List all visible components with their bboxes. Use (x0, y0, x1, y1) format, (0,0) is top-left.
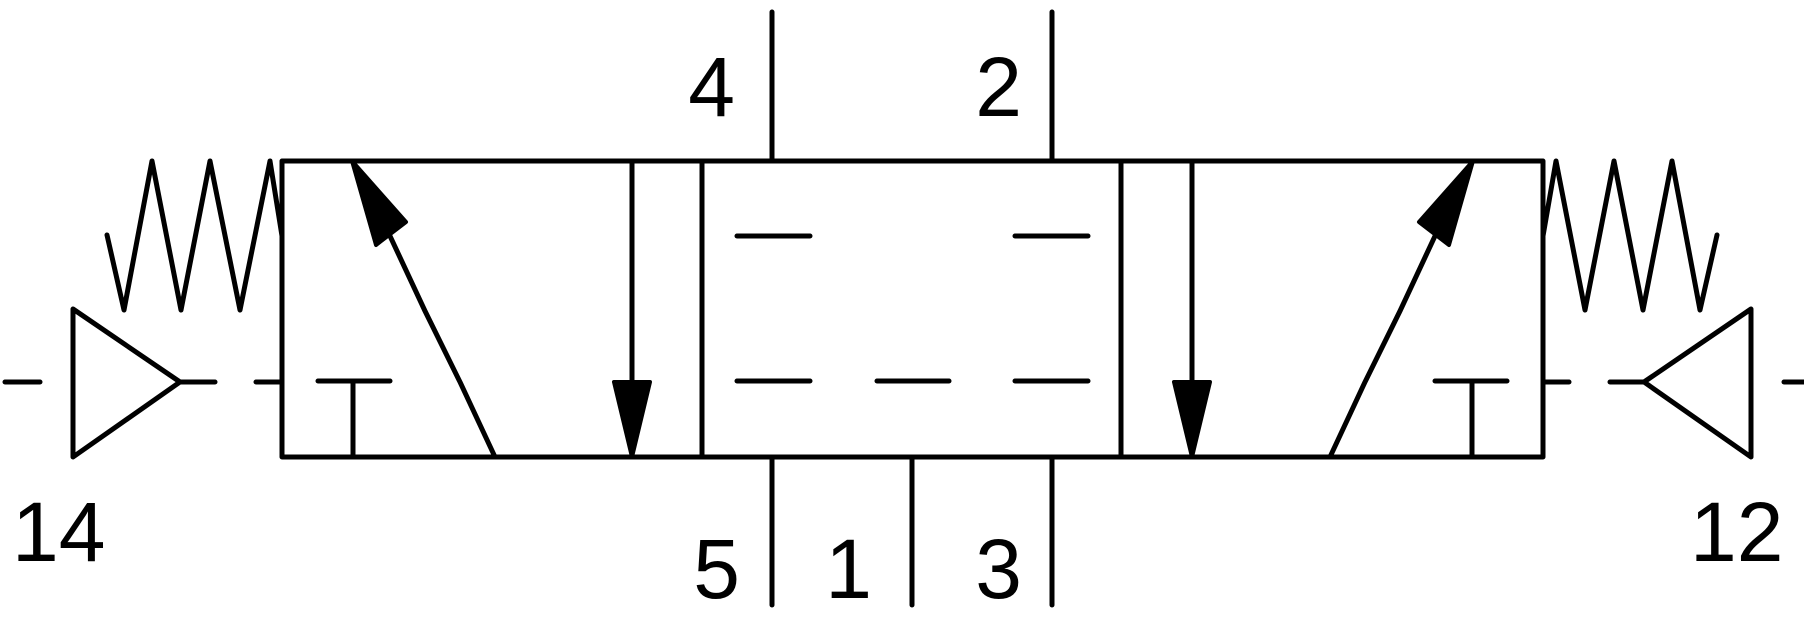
center-section (734, 233, 1091, 384)
left-vertical-arrowhead (612, 380, 652, 459)
right-spring-icon (1540, 158, 1720, 313)
right-pilot-triangle-icon (1641, 306, 1754, 460)
left-actuator (2, 158, 285, 460)
valve-body-outline (279, 158, 1546, 460)
port-label-5: 5 (693, 522, 740, 616)
port-label-4: 4 (688, 40, 735, 134)
port-lines (769, 9, 1055, 608)
right-diagonal-arrowhead (1417, 159, 1475, 247)
left-diagonal-arrowhead (350, 159, 408, 247)
port-label-2: 2 (975, 40, 1022, 134)
valve-body (279, 158, 1546, 460)
right-actuator (1540, 158, 1804, 460)
right-vertical-arrowhead (1172, 380, 1212, 459)
right-section (1172, 158, 1510, 460)
left-diagonal-flow-line (387, 233, 498, 460)
right-diagonal-flow-line (1327, 233, 1438, 460)
port-label-12: 12 (1690, 485, 1783, 579)
port-label-1: 1 (825, 522, 872, 616)
left-section (315, 158, 652, 460)
port-label-3: 3 (975, 522, 1022, 616)
left-spring-icon (104, 158, 285, 313)
port-label-14: 14 (12, 485, 105, 579)
port-labels: 4 2 5 1 3 14 12 (12, 40, 1783, 616)
left-pilot-triangle-icon (70, 306, 183, 460)
